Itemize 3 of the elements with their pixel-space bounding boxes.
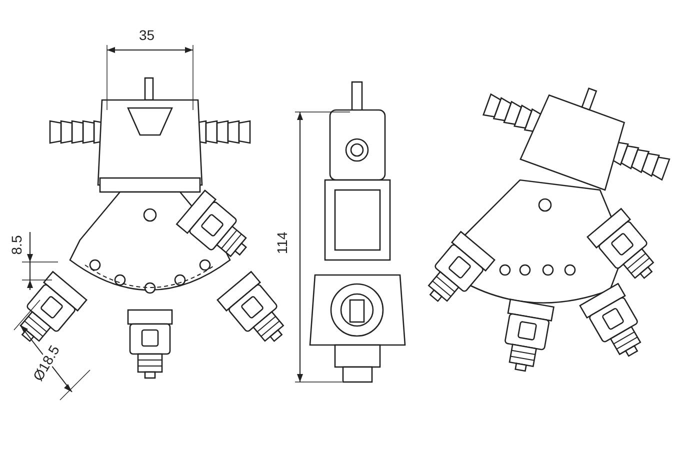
- dimension-label: 8.5: [10, 234, 24, 256]
- dimension-label: 114: [275, 230, 290, 256]
- dimension-label: 35: [138, 28, 156, 42]
